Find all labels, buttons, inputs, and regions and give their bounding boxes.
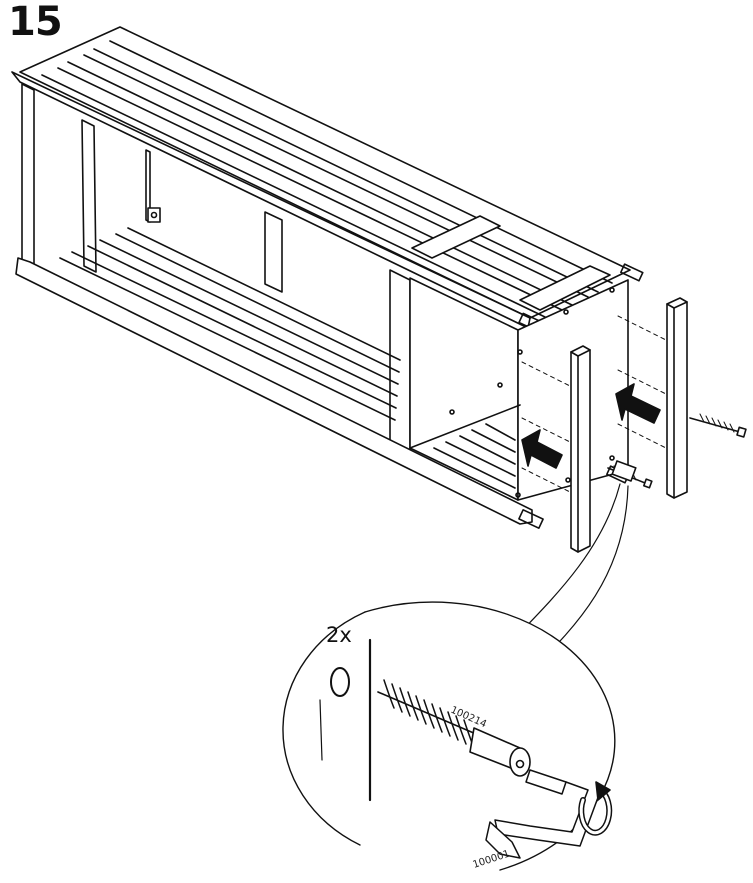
quantity-label: 2x xyxy=(326,623,352,647)
detail-magnifier xyxy=(282,601,616,871)
insert-arrow-icon xyxy=(615,383,661,424)
rotate-clockwise-icon xyxy=(578,781,613,836)
step-number: 15 xyxy=(8,0,63,45)
screw-icon xyxy=(689,413,747,438)
front-leg-piece xyxy=(570,345,591,553)
insert-arrow-icon xyxy=(521,429,563,469)
washer-icon xyxy=(330,667,350,697)
alignment-guides xyxy=(521,315,671,495)
bench-frame xyxy=(11,26,644,529)
back-leg-piece xyxy=(666,297,688,499)
allen-key-icon xyxy=(485,769,601,859)
screw-icon xyxy=(607,460,653,489)
